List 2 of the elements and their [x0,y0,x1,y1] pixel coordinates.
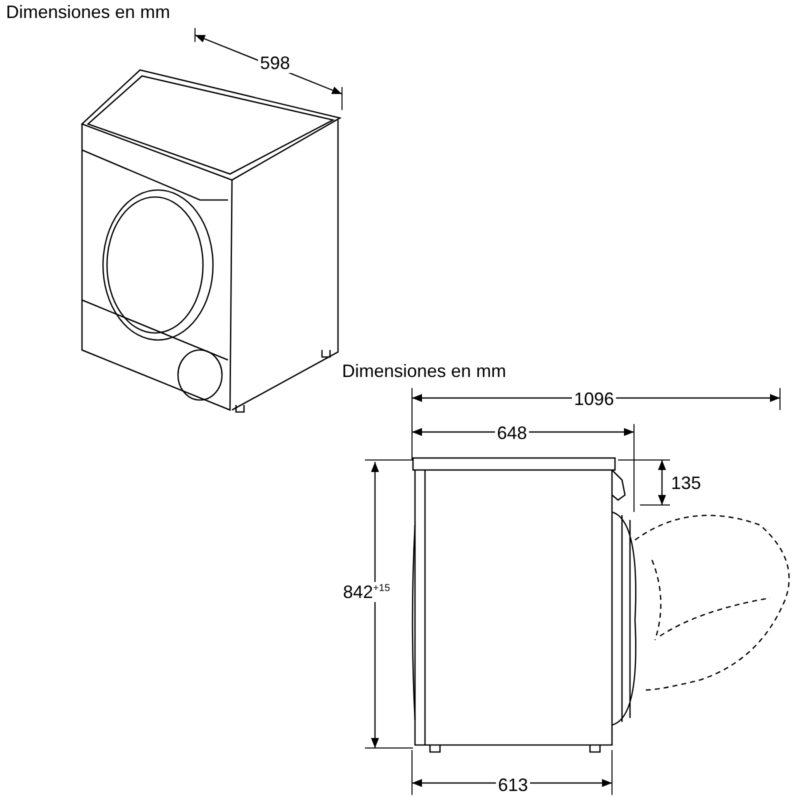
dimension-label: 842$^{+15}$ [341,582,392,602]
dimension-label: 598 [258,53,292,73]
